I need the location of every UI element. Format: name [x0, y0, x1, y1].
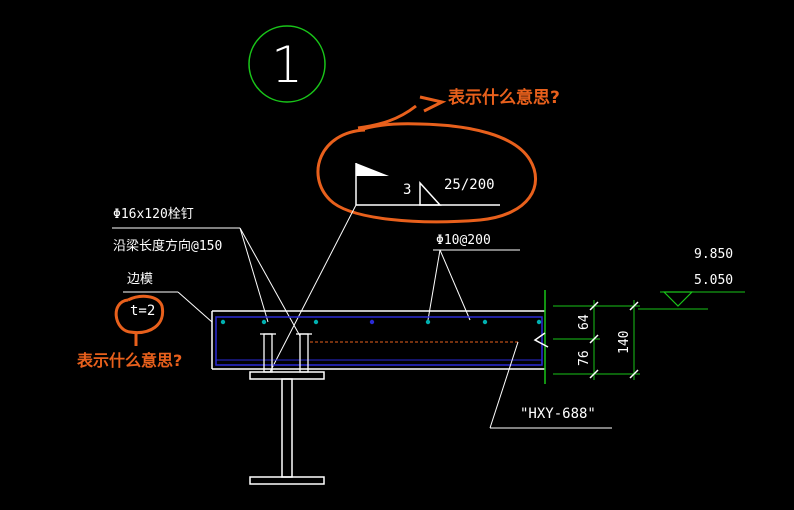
- dim-tick: [629, 301, 639, 311]
- dim-tick: [589, 369, 599, 379]
- deck-leader: [489, 341, 519, 429]
- detail-circle: [248, 25, 326, 103]
- top-question-text: 表示什么意思?: [448, 87, 560, 108]
- stud-2: [299, 333, 309, 373]
- deck-model-text: "HXY-688": [520, 406, 596, 422]
- beam-top-flange: [249, 371, 325, 380]
- rebar-dot: [482, 319, 488, 325]
- dim-tick: [589, 334, 599, 344]
- thickness-text: t=2: [130, 303, 155, 319]
- beam-bottom-flange: [249, 476, 325, 485]
- stud-leader-2: [239, 227, 301, 337]
- weld-size-text: 3: [403, 182, 411, 198]
- shear-studs: [260, 333, 312, 373]
- stud-text: Φ16x120栓钉: [113, 207, 194, 222]
- top-arrow-head: [419, 95, 447, 113]
- rebar-label: Φ10@200: [427, 233, 520, 321]
- rebar-dot: [369, 319, 375, 325]
- rebar-dot: [313, 319, 319, 325]
- weld-flag: [356, 163, 389, 176]
- dim-tick: [589, 301, 599, 311]
- dim-total-text: 140: [617, 331, 632, 354]
- slab-section: [211, 290, 549, 384]
- left-question-text: 表示什么意思?: [76, 351, 182, 370]
- rebar-dot: [261, 319, 267, 325]
- rebar-dots: [220, 319, 542, 325]
- beam-web: [281, 378, 293, 478]
- weld-symbol-highlight: [316, 122, 537, 224]
- top-arrow-shaft: [357, 104, 417, 130]
- thickness-highlight: [114, 294, 165, 335]
- left-annotation: 表示什么意思?: [76, 294, 182, 370]
- rebar-dot: [425, 319, 431, 325]
- steel-beam: [249, 371, 325, 485]
- rebar-dot: [220, 319, 226, 325]
- weld-symbol: 3 25/200: [269, 163, 500, 373]
- dim-tick: [629, 369, 639, 379]
- elevation-bottom-text: 5.050: [694, 273, 733, 288]
- dim-lower-text: 76: [577, 350, 592, 366]
- detail-number: 1: [271, 36, 303, 94]
- deck-label: "HXY-688": [489, 341, 612, 429]
- dimension-group: 64 76 140: [553, 300, 640, 380]
- slab-reinforcement-outline: [215, 316, 543, 366]
- fillet-weld-symbol: [419, 181, 442, 206]
- rebar-text: Φ10@200: [436, 233, 491, 248]
- elevation-marker: 9.850 5.050: [638, 247, 745, 310]
- elevation-triangle: [662, 291, 694, 307]
- top-annotation: 表示什么意思?: [316, 87, 560, 224]
- weld-spacing-text: 25/200: [444, 177, 495, 193]
- rebar-leader-1: [427, 249, 441, 321]
- rebar-leader-2: [439, 249, 471, 321]
- edge-plate-text: 边模: [127, 272, 153, 287]
- stud-labels: Φ16x120栓钉 沿梁长度方向@150 边模 t=2: [112, 207, 301, 337]
- elevation-top-text: 9.850: [694, 247, 733, 262]
- stud-1: [263, 333, 273, 373]
- break-mark: [533, 332, 549, 348]
- detail-callout: 1: [248, 25, 326, 103]
- rebar-dot: [536, 319, 542, 325]
- edge-plate-leader: [177, 291, 213, 323]
- weld-leader: [269, 204, 357, 373]
- dim-upper-text: 64: [577, 314, 592, 330]
- stud-spacing-text: 沿梁长度方向@150: [113, 238, 222, 254]
- stud-leader-1: [239, 227, 269, 323]
